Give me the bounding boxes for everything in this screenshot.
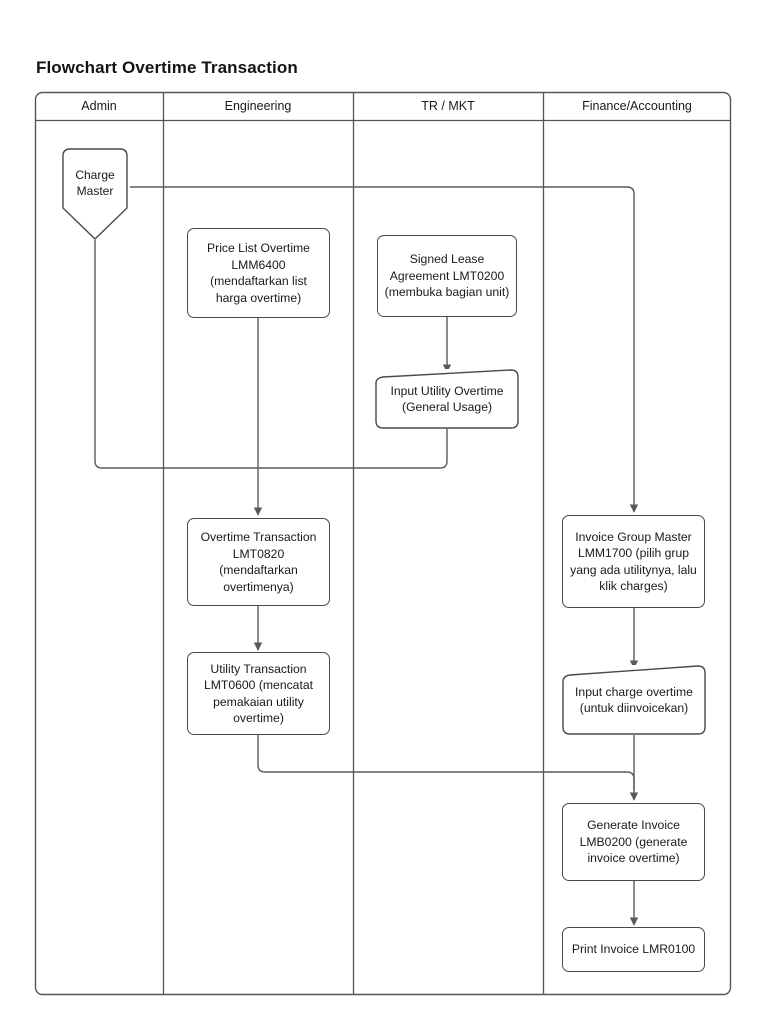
node-overtime-transaction-label: Overtime Transaction LMT0820 (mendaftark… [200, 530, 317, 594]
node-signed-lease-agreement[interactable]: Signed Lease Agreement LMT0200 (membuka … [377, 235, 517, 317]
node-overtime-transaction[interactable]: Overtime Transaction LMT0820 (mendaftark… [187, 518, 330, 606]
node-signed-lease-agreement-label: Signed Lease Agreement LMT0200 (membuka … [384, 252, 510, 300]
node-utility-transaction[interactable]: Utility Transaction LMT0600 (mencatat pe… [187, 652, 330, 735]
edge-utility-transaction-to-generate-invoice [257, 735, 635, 790]
node-invoice-group-master[interactable]: Invoice Group Master LMM1700 (pilih grup… [562, 515, 705, 608]
lane-header-finance-accounting: Finance/Accounting [582, 99, 692, 113]
swimlane-header-row: Admin Engineering TR / MKT Finance/Accou… [35, 92, 731, 120]
node-price-list-overtime-label: Price List Overtime LMM6400 (mendaftarka… [207, 241, 310, 305]
node-print-invoice[interactable]: Print Invoice LMR0100 [562, 927, 705, 972]
node-input-utility-overtime-label: Input Utility Overtime (General Usage) [390, 383, 504, 415]
node-charge-master-label: Charge Master [75, 168, 115, 198]
node-print-invoice-label: Print Invoice LMR0100 [571, 942, 696, 957]
edge-input-utility-to-overtime-transaction [258, 428, 448, 469]
node-input-utility-overtime[interactable]: Input Utility Overtime (General Usage) [375, 369, 519, 429]
lane-header-tr-mkt: TR / MKT [421, 99, 475, 113]
node-input-charge-overtime[interactable]: Input charge overtime (untuk diinvoiceka… [562, 665, 706, 735]
node-price-list-overtime[interactable]: Price List Overtime LMM6400 (mendaftarka… [187, 228, 330, 318]
lane-header-engineering: Engineering [224, 99, 292, 113]
node-invoice-group-master-label: Invoice Group Master LMM1700 (pilih grup… [570, 529, 697, 594]
node-input-charge-overtime-label: Input charge overtime (untuk diinvoiceka… [575, 684, 693, 716]
node-generate-invoice[interactable]: Generate Invoice LMB0200 (generate invoi… [562, 803, 705, 881]
node-utility-transaction-label: Utility Transaction LMT0600 (mencatat pe… [203, 661, 314, 726]
node-generate-invoice-label: Generate Invoice LMB0200 (generate invoi… [579, 818, 688, 866]
connector-layer [94, 186, 639, 926]
node-charge-master[interactable]: Charge Master [62, 148, 128, 240]
page-title: Flowchart Overtime Transaction [36, 58, 298, 77]
lane-header-admin: Admin [81, 99, 117, 113]
